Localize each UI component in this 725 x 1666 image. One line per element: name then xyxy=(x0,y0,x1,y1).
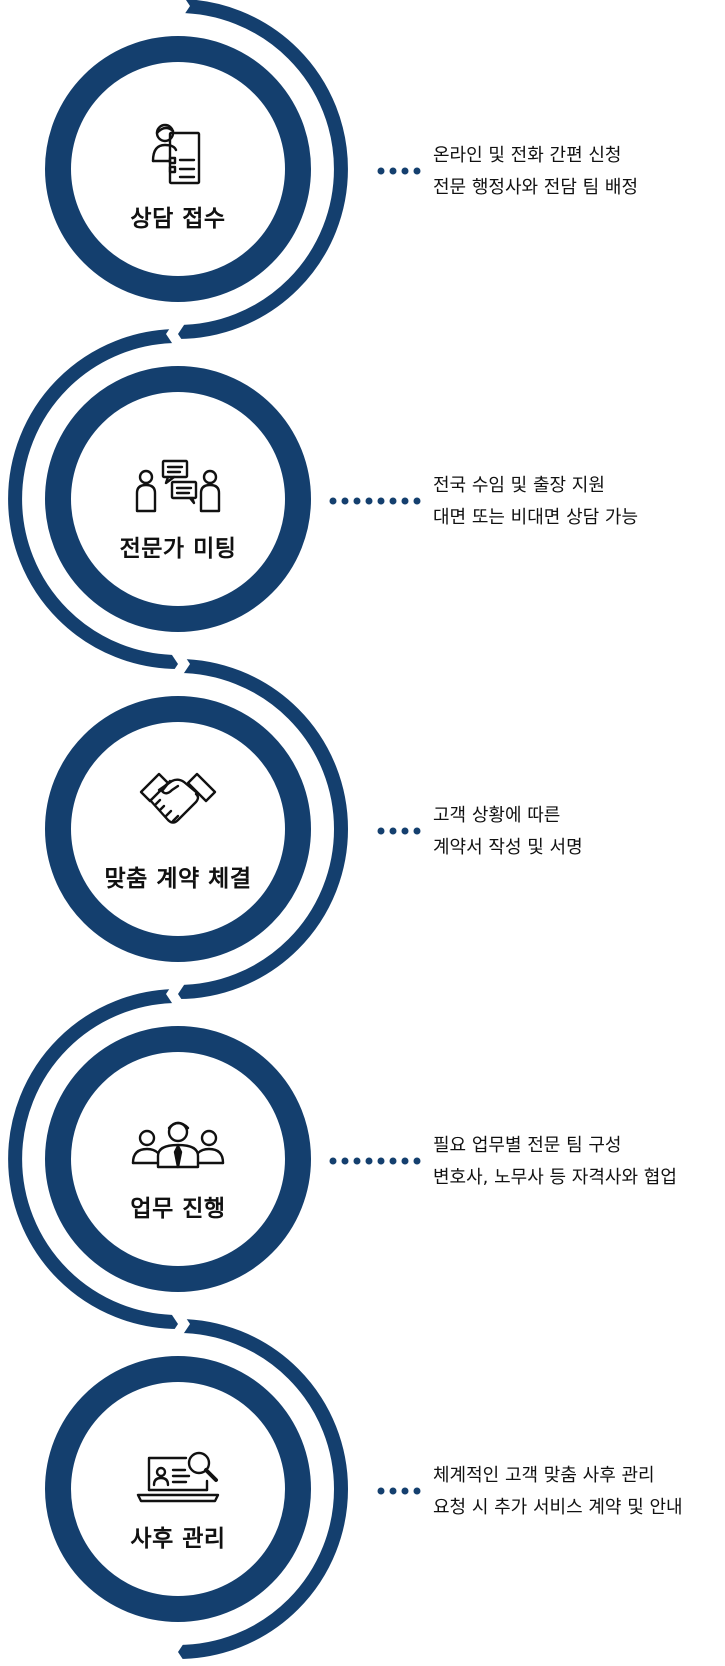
description-line: 체계적인 고객 맞춤 사후 관리 xyxy=(433,1465,655,1486)
dot-leader-2 xyxy=(329,497,421,505)
step-circle-1 xyxy=(45,36,311,302)
connector-arc-3 xyxy=(177,659,348,999)
step-title-3: 맞춤 계약 체결 xyxy=(104,866,252,892)
description-line: 전문 행정사와 전담 팀 배정 xyxy=(433,177,639,198)
dot-leader-5 xyxy=(377,1487,421,1495)
description-line: 전국 수임 및 출장 지원 xyxy=(433,475,605,496)
dot-leader-3 xyxy=(377,827,421,835)
description-line: 온라인 및 전화 간편 신청 xyxy=(433,145,622,166)
connector-arc-2 xyxy=(8,329,179,669)
step-description-4: 필요 업무별 전문 팀 구성 변호사, 노무사 등 자격사와 협업 xyxy=(433,1130,677,1194)
description-line: 대면 또는 비대면 상담 가능 xyxy=(433,507,639,528)
step-title-1: 상담 접수 xyxy=(130,206,226,232)
dot-leader-1 xyxy=(377,167,421,175)
arrow-notches xyxy=(166,0,190,1664)
description-line: 요청 시 추가 서비스 계약 및 안내 xyxy=(433,1497,683,1518)
step-circle-4 xyxy=(45,1026,311,1292)
laptop-search-icon xyxy=(136,1451,220,1503)
description-line: 고객 상황에 따른 xyxy=(433,805,561,826)
description-line: 변호사, 노무사 등 자격사와 협업 xyxy=(433,1167,677,1188)
step-title-4: 업무 진행 xyxy=(130,1196,226,1222)
connector-arc-5 xyxy=(177,1319,348,1659)
step-title-2: 전문가 미팅 xyxy=(119,536,237,562)
expert-meeting-icon xyxy=(135,459,221,513)
step-description-3: 고객 상황에 따른 계약서 작성 및 서명 xyxy=(433,800,583,864)
step-circle-2 xyxy=(45,366,311,632)
step-description-1: 온라인 및 전화 간편 신청 전문 행정사와 전담 팀 배정 xyxy=(433,140,638,204)
team-icon xyxy=(131,1121,225,1169)
step-circle-5 xyxy=(45,1356,311,1622)
connector-arc-4 xyxy=(8,989,179,1329)
step-title-5: 사후 관리 xyxy=(130,1526,226,1552)
dot-leader-4 xyxy=(329,1157,421,1165)
step-description-2: 전국 수임 및 출장 지원 대면 또는 비대면 상담 가능 xyxy=(433,470,638,534)
description-line: 필요 업무별 전문 팀 구성 xyxy=(433,1135,622,1156)
consultation-form-icon xyxy=(151,123,201,185)
step-description-5: 체계적인 고객 맞춤 사후 관리 요청 시 추가 서비스 계약 및 안내 xyxy=(433,1460,683,1524)
step-circle-3 xyxy=(45,696,311,962)
description-line: 계약서 작성 및 서명 xyxy=(433,837,583,858)
connector-arc-1 xyxy=(177,0,348,339)
handshake-icon xyxy=(139,772,217,824)
